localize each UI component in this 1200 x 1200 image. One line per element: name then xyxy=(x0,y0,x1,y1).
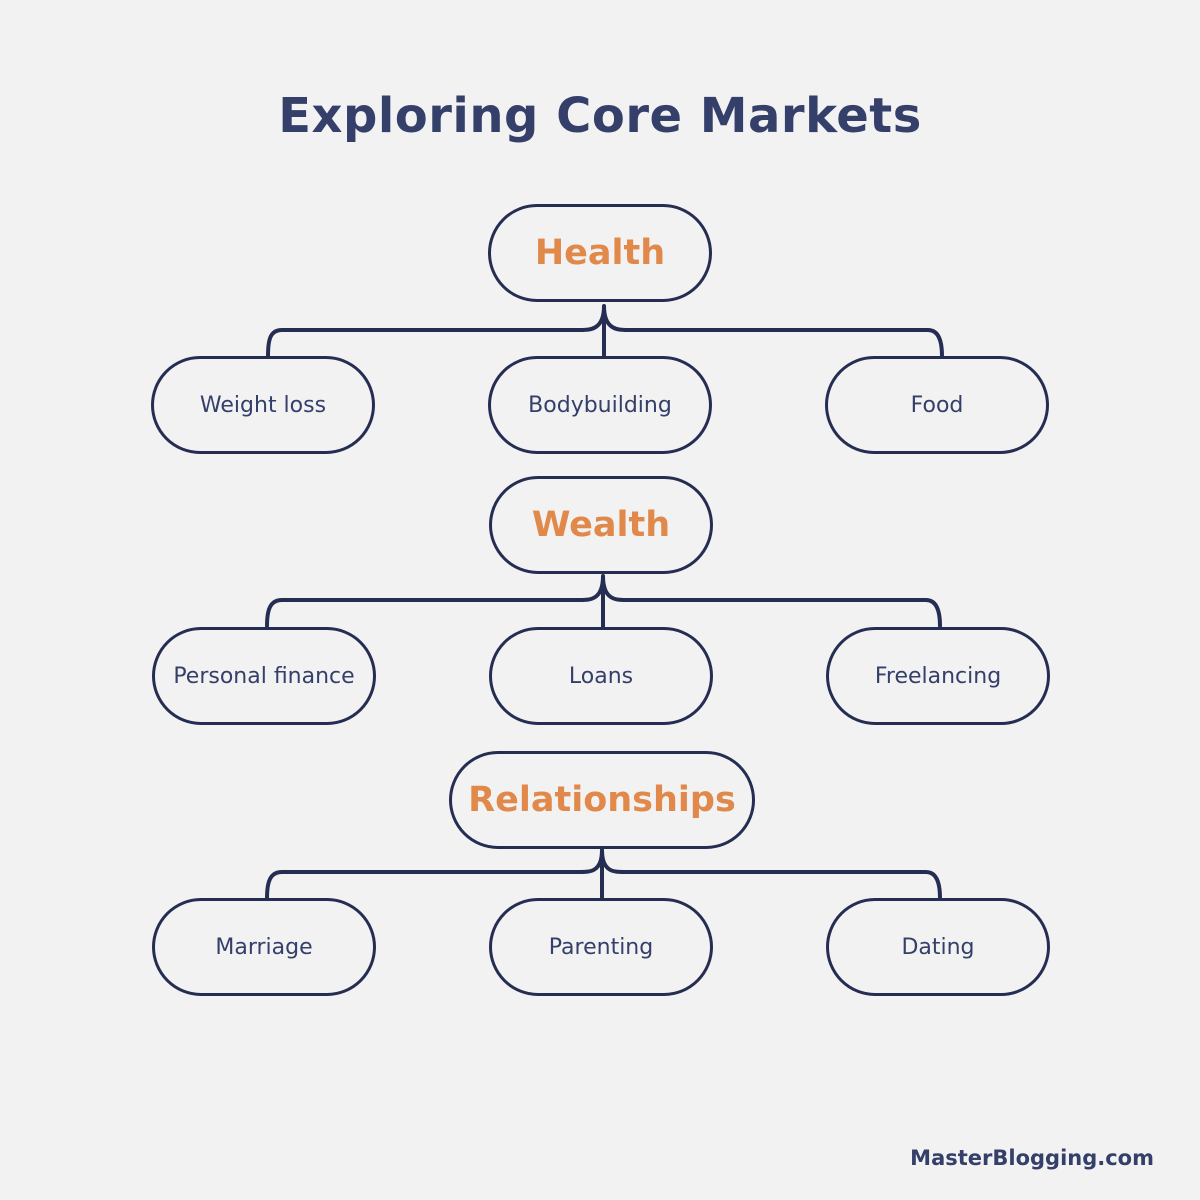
node-parenting: Parenting xyxy=(489,898,713,996)
node-health: Health xyxy=(488,204,712,302)
node-bodybuilding: Bodybuilding xyxy=(488,356,712,454)
connector-wealth xyxy=(265,574,942,630)
node-loans: Loans xyxy=(489,627,713,725)
connector-health xyxy=(266,304,944,360)
diagram-title: Exploring Core Markets xyxy=(278,88,922,144)
brand-watermark: MasterBlogging.com xyxy=(910,1146,1154,1170)
node-wealth: Wealth xyxy=(489,476,713,574)
node-personal-finance: Personal finance xyxy=(152,627,376,725)
node-relationships: Relationships xyxy=(449,751,755,849)
node-weight-loss: Weight loss xyxy=(151,356,375,454)
node-freelancing: Freelancing xyxy=(826,627,1050,725)
connector-relationships xyxy=(265,848,942,900)
node-food: Food xyxy=(825,356,1049,454)
node-marriage: Marriage xyxy=(152,898,376,996)
node-dating: Dating xyxy=(826,898,1050,996)
